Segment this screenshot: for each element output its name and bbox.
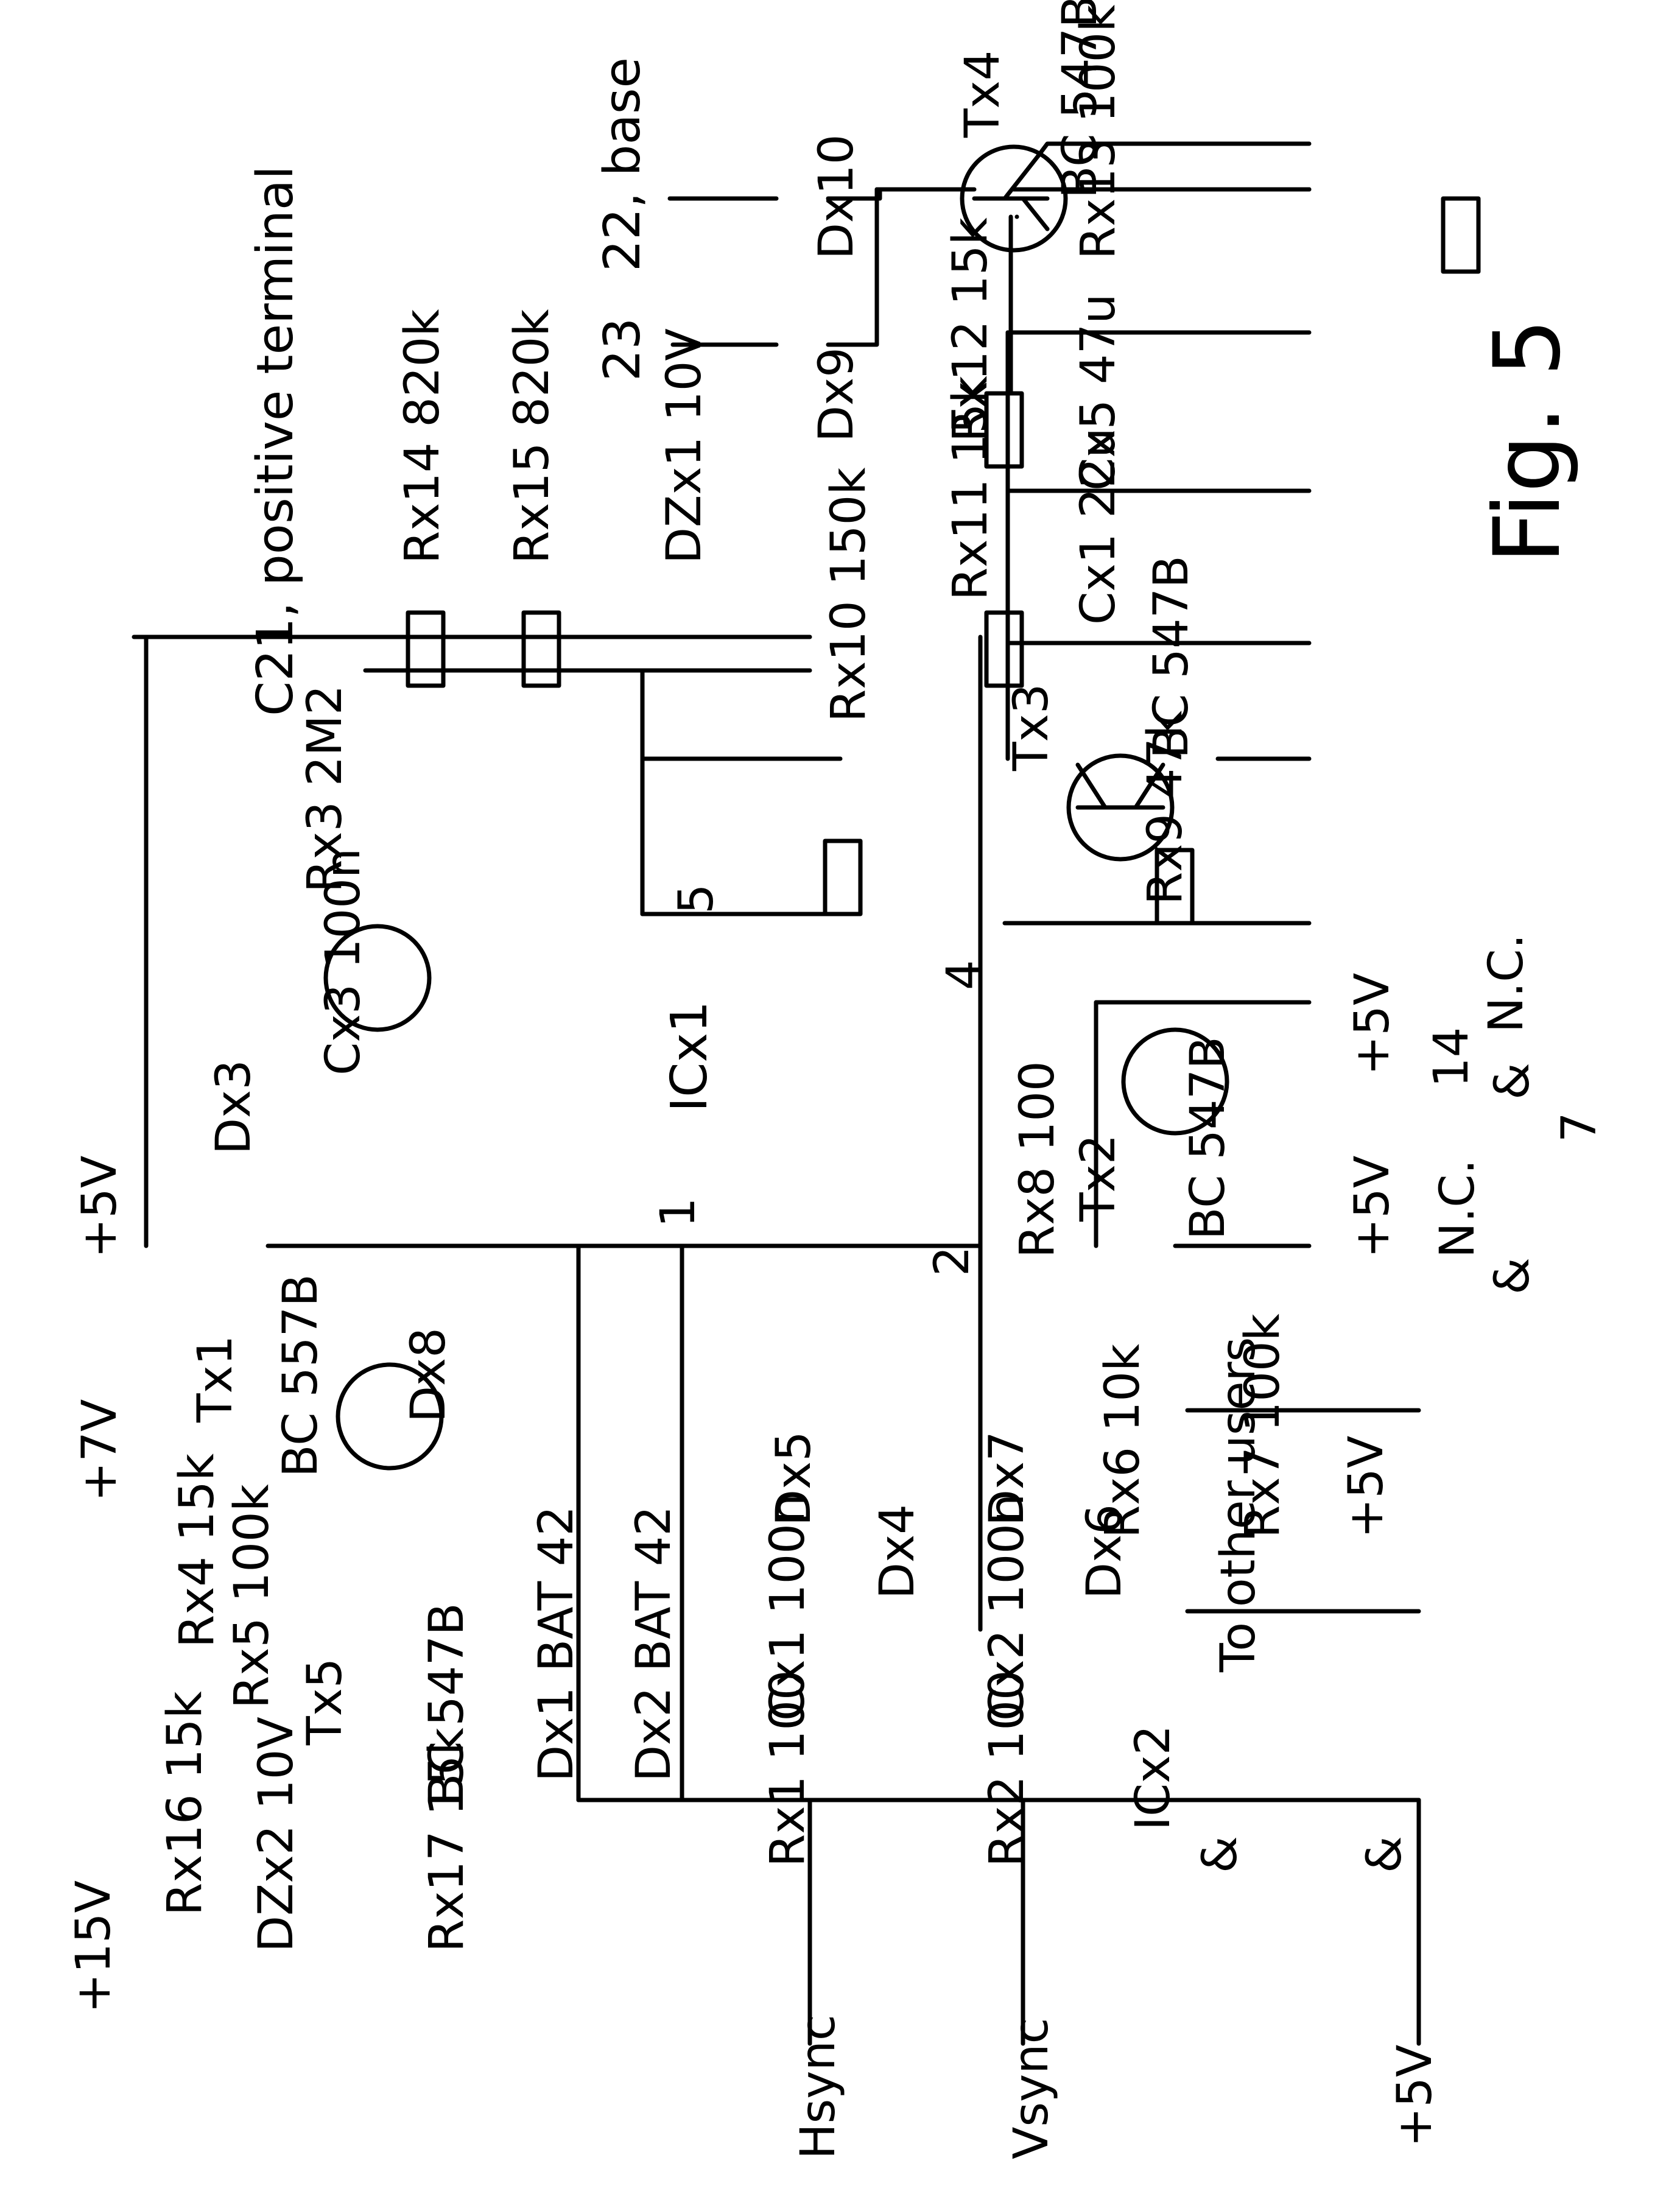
label-vsync: Vsync <box>1004 2018 1059 2159</box>
label-tx3-type: BC 547B <box>1144 555 1199 759</box>
label-dx4: Dx4 <box>870 1504 925 1599</box>
label-icx2: ICx2 <box>1126 1725 1181 1830</box>
label-dx5: Dx5 <box>767 1431 821 1526</box>
label-plus5v-14: +5V <box>1345 973 1400 1075</box>
label-dzx1: DZx1 10V <box>657 328 712 564</box>
label-tx3: Tx3 <box>1004 684 1059 772</box>
label-rx10: Rx10 150k <box>821 468 876 722</box>
label-tx4-type: BC 547B <box>1053 0 1108 199</box>
label-pin14: 14 <box>1424 1027 1479 1088</box>
label-rx2: Rx2 100 <box>980 1670 1035 1867</box>
label-tx5: Tx5 <box>298 1658 353 1746</box>
label-rx15: Rx15 820k <box>505 309 560 564</box>
label-tx1: Tx1 <box>188 1335 243 1423</box>
label-rx13: Rx13 100k <box>1071 5 1126 259</box>
and-gate-symbol-1: & <box>1193 1836 1248 1873</box>
label-cx3: Cx3 100n <box>316 848 371 1075</box>
label-icx1: ICx1 <box>661 1001 719 1112</box>
label-plus5v-mid2: +5V <box>1345 1156 1400 1258</box>
label-dx10: Dx10 <box>809 135 864 259</box>
label-rx16: Rx16 15k <box>158 1691 213 1916</box>
and-gate-symbol-2: & <box>1357 1836 1412 1873</box>
label-22-base: 22, base <box>594 57 652 272</box>
label-pin7: 7 <box>1552 1112 1607 1142</box>
label-tx2-type: BC 547B <box>1181 1036 1235 1240</box>
label-rx5: Rx5 100k <box>225 1484 279 1709</box>
label-rx12: Rx12 15k <box>943 217 998 442</box>
label-plus7v: +7V <box>72 1399 127 1502</box>
and-gate-symbol-3: & <box>1485 1257 1540 1295</box>
label-rx7: Rx7 100k <box>1235 1313 1290 1538</box>
label-dx1: Dx1 BAT 42 <box>529 1506 584 1782</box>
label-pin1: 1 <box>651 1197 706 1228</box>
label-dzx2: DZx2 10V <box>249 1717 304 1952</box>
label-to-other-users: To other users <box>1211 1337 1266 1673</box>
label-tx4: Tx4 <box>955 51 1010 138</box>
label-nc-1: N.C. <box>1430 1159 1485 1258</box>
label-cx1-bottom: Cx1 100n <box>761 1494 815 1721</box>
label-hsync: Hsync <box>791 2014 846 2159</box>
label-plus5v-bottom: +5V <box>1388 2045 1443 2147</box>
wiring <box>132 141 1421 2046</box>
label-tx2: Tx2 <box>1071 1134 1126 1222</box>
label-rx11: Rx11 15k <box>943 376 998 600</box>
label-rx4: Rx4 15k <box>170 1454 225 1648</box>
resistors <box>406 196 1481 926</box>
label-nc-2: N.C. <box>1479 934 1534 1033</box>
label-23: 23 <box>594 318 652 381</box>
label-cx2: Cx2 100n <box>980 1494 1035 1721</box>
label-rx9: Rx9 47k <box>1138 711 1193 905</box>
label-dx2: Dx2 BAT 42 <box>627 1506 681 1782</box>
label-rx1: Rx1 100 <box>761 1670 815 1867</box>
label-tx1-type: BC 557B <box>273 1274 328 1477</box>
label-rx17: Rx17 15k <box>420 1728 474 1952</box>
label-dx9: Dx9 <box>809 347 864 442</box>
label-plus5v-top: +5V <box>72 1156 127 1258</box>
label-rx8: Rx8 100 <box>1010 1061 1065 1258</box>
label-rx14: Rx14 820k <box>395 309 450 564</box>
label-dx3: Dx3 <box>206 1060 261 1155</box>
label-pin2: 2 <box>925 1246 980 1276</box>
label-c21: C21, positive terminal <box>247 166 304 716</box>
label-dx6: Dx6 <box>1077 1504 1132 1599</box>
label-rx3: Rx3 2M2 <box>298 685 353 893</box>
and-gate-symbol-4: & <box>1485 1063 1540 1100</box>
label-plus5v-mid: +5V <box>1339 1436 1394 1538</box>
component-labels: C21, positive terminal 22, base 23 Dx10 … <box>66 0 1607 2159</box>
label-plus15v: +15V <box>66 1880 121 2013</box>
label-tx5-type: BC 547B <box>420 1603 474 1806</box>
label-dx8: Dx8 <box>401 1327 456 1422</box>
label-dx7: Dx7 <box>980 1431 1035 1526</box>
figure-caption: Fig. 5 <box>1475 318 1581 564</box>
label-pin5: 5 <box>669 884 724 914</box>
label-pin4: 4 <box>937 960 992 990</box>
label-cx1-top: Cx1 22u <box>1071 427 1126 625</box>
label-rx6: Rx6 10k <box>1095 1344 1150 1538</box>
label-cx5: Cx5 47u <box>1071 294 1126 491</box>
